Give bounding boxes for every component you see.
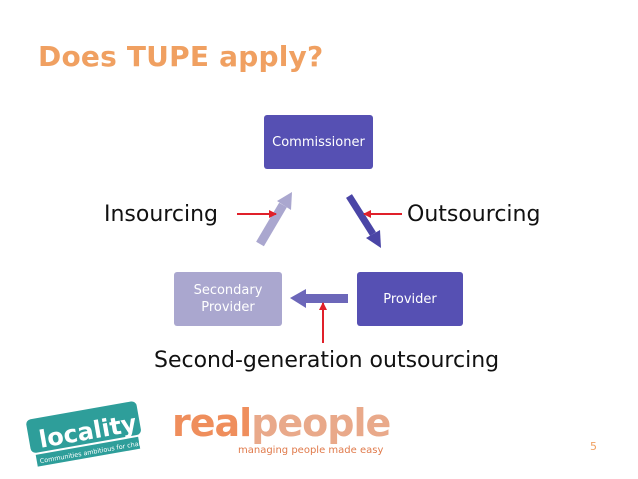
provider-label: Provider	[383, 291, 437, 307]
realpeople-logo: realpeople managing people made easy	[172, 401, 391, 456]
realpeople-word-real: real	[172, 401, 252, 445]
realpeople-tagline: managing people made easy	[238, 445, 384, 456]
second-generation-flow-arrow	[290, 289, 348, 308]
second-generation-label: Second-generation outsourcing	[154, 348, 500, 373]
insourcing-label: Insourcing	[104, 202, 218, 227]
outsourcing-label: Outsourcing	[407, 202, 541, 227]
page-number: 5	[590, 440, 597, 453]
commissioner-node: Commissioner	[264, 115, 373, 169]
provider-node: Provider	[357, 272, 463, 326]
locality-logo: locality Communities ambitious for chang…	[26, 401, 145, 467]
secondary-provider-node: Secondary Provider	[174, 272, 282, 326]
slide-title: Does TUPE apply?	[38, 40, 324, 73]
commissioner-label: Commissioner	[272, 134, 365, 150]
outsourcing-flow-arrow	[346, 194, 381, 248]
secondary-provider-label: Secondary Provider	[193, 283, 263, 315]
realpeople-word-people: people	[251, 401, 391, 445]
insourcing-flow-arrow	[256, 192, 292, 247]
